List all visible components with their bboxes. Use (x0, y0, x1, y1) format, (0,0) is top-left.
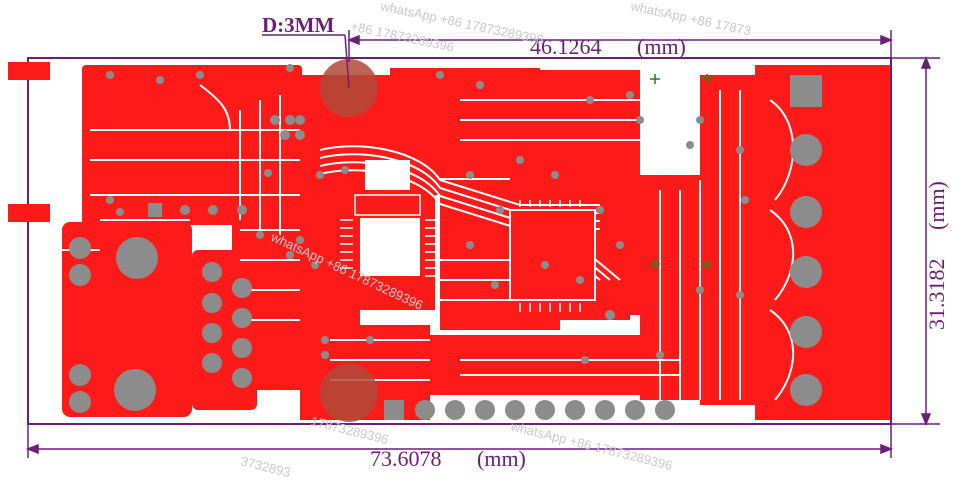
edge-tab-top (8, 62, 50, 80)
edge-tab-bottom (8, 204, 50, 222)
bottom-width-value: 73.6078 (370, 446, 442, 471)
top-width-unit: (mm) (637, 34, 686, 59)
copper-layer (62, 65, 890, 420)
watermark-text: whatsApp +86 17873289396 (508, 418, 674, 473)
bottom-width-unit: (mm) (477, 446, 526, 471)
ic-pins (340, 165, 581, 312)
top-dimension-line (346, 30, 894, 62)
header-pins (415, 400, 675, 420)
height-unit: (mm) (924, 181, 949, 230)
vias (106, 64, 749, 364)
mounting-hole-bottom (320, 364, 378, 422)
right-dimension-line (891, 55, 940, 427)
hole-label-leader (262, 34, 350, 89)
top-width-value: 46.1264 (530, 34, 602, 59)
watermark-text: 3732893 (239, 453, 292, 480)
watermark-text: whatsApp +86 17873 (628, 0, 752, 38)
height-value: 31.3182 (924, 259, 949, 331)
large-pads (69, 75, 822, 420)
bottom-dimension-line (25, 424, 894, 458)
fiducial-markers (650, 74, 712, 269)
hole-diameter-label: D:3MM (262, 13, 334, 37)
ic-main (354, 160, 596, 301)
